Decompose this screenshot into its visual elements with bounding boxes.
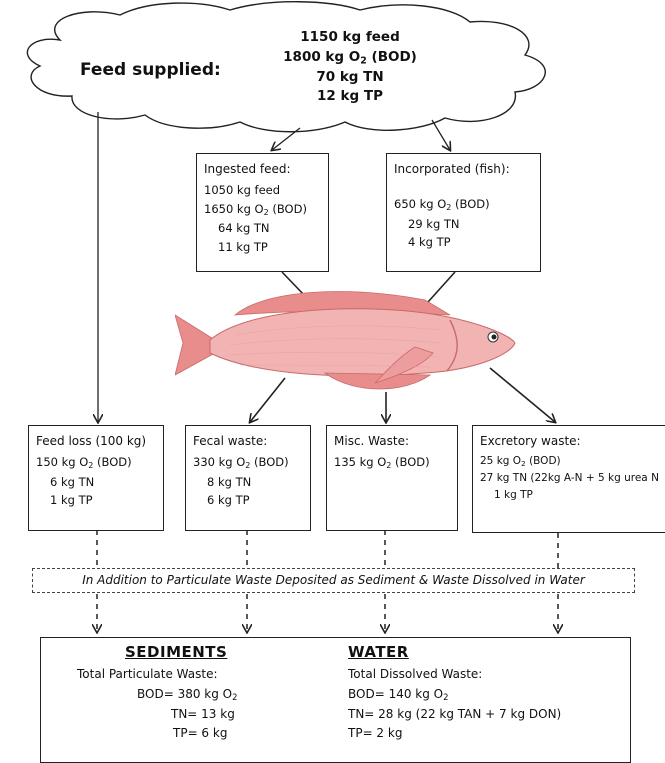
feed-supplied-values: 1150 kg feed 1800 kg O2 (BOD) 70 kg TN 1… bbox=[255, 28, 445, 107]
water-subtitle: Total Dissolved Waste: bbox=[348, 665, 628, 685]
fecal-tp: 6 kg TP bbox=[193, 491, 303, 509]
feed-loss-tn: 6 kg TN bbox=[36, 473, 156, 491]
tilapia-fish-illustration bbox=[175, 285, 520, 400]
misc-bod: 135 kg O2 (BOD) bbox=[334, 453, 450, 473]
excretory-bod: 25 kg O2 (BOD) bbox=[480, 453, 658, 470]
incorporated-tn-line: 29 kg TN bbox=[394, 215, 533, 233]
feed-loss-tp: 1 kg TP bbox=[36, 491, 156, 509]
water-bod: BOD= 140 kg O2 bbox=[348, 685, 628, 705]
fecal-title: Fecal waste: bbox=[193, 432, 303, 451]
incorporated-title: Incorporated (fish): bbox=[394, 160, 533, 179]
water-tp: TP= 2 kg bbox=[348, 724, 628, 744]
sediments-tp: TP= 6 kg bbox=[77, 724, 307, 744]
water-column: WATER Total Dissolved Waste: BOD= 140 kg… bbox=[348, 640, 628, 744]
feed-supplied-label: Feed supplied: bbox=[80, 60, 221, 80]
particulate-dissolved-note: In Addition to Particulate Waste Deposit… bbox=[32, 568, 635, 593]
sediments-bod: BOD= 380 kg O2 bbox=[77, 685, 307, 705]
incorporated-fish-box: Incorporated (fish): 650 kg O2 (BOD) 29 … bbox=[386, 153, 541, 272]
sediments-subtitle: Total Particulate Waste: bbox=[77, 665, 307, 685]
sediments-heading: SEDIMENTS bbox=[125, 640, 307, 665]
ingested-feed-title: Ingested feed: bbox=[204, 160, 321, 179]
feed-loss-box: Feed loss (100 kg) 150 kg O2 (BOD) 6 kg … bbox=[28, 425, 164, 531]
water-heading: WATER bbox=[348, 640, 628, 665]
sediments-column: SEDIMENTS Total Particulate Waste: BOD= … bbox=[77, 640, 307, 744]
feed-supplied-line-2: 1800 kg O2 (BOD) bbox=[255, 48, 445, 68]
excretory-tp: 1 kg TP bbox=[480, 487, 658, 504]
excretory-tn: 27 kg TN (22kg A-N + 5 kg urea N bbox=[480, 470, 658, 487]
fecal-tn: 8 kg TN bbox=[193, 473, 303, 491]
waste-summary-box: SEDIMENTS Total Particulate Waste: BOD= … bbox=[40, 637, 631, 763]
incorporated-tp-line: 4 kg TP bbox=[394, 233, 533, 251]
feed-supplied-line-3: 70 kg TN bbox=[255, 68, 445, 88]
ingested-tn-line: 64 kg TN bbox=[204, 219, 321, 237]
ingested-feed-box: Ingested feed: 1050 kg feed 1650 kg O2 (… bbox=[196, 153, 329, 272]
misc-title: Misc. Waste: bbox=[334, 432, 450, 451]
water-tn: TN= 28 kg (22 kg TAN + 7 kg DON) bbox=[348, 705, 628, 725]
ingested-tp-line: 11 kg TP bbox=[204, 238, 321, 256]
sediments-tn: TN= 13 kg bbox=[77, 705, 307, 725]
fecal-bod: 330 kg O2 (BOD) bbox=[193, 453, 303, 473]
ingested-feed-line: 1050 kg feed bbox=[204, 181, 321, 199]
excretory-title: Excretory waste: bbox=[480, 432, 658, 451]
feed-supplied-line-1: 1150 kg feed bbox=[255, 28, 445, 48]
arrow-cloud-to-incorporated bbox=[432, 120, 450, 150]
feed-loss-title: Feed loss (100 kg) bbox=[36, 432, 156, 451]
feed-supplied-line-4: 12 kg TP bbox=[255, 87, 445, 107]
feed-loss-bod: 150 kg O2 (BOD) bbox=[36, 453, 156, 473]
excretory-waste-box: Excretory waste: 25 kg O2 (BOD) 27 kg TN… bbox=[472, 425, 665, 533]
incorporated-bod-line: 650 kg O2 (BOD) bbox=[394, 195, 533, 215]
fish-tail bbox=[175, 315, 215, 375]
ingested-bod-line: 1650 kg O2 (BOD) bbox=[204, 200, 321, 220]
fecal-waste-box: Fecal waste: 330 kg O2 (BOD) 8 kg TN 6 k… bbox=[185, 425, 311, 531]
misc-waste-box: Misc. Waste: 135 kg O2 (BOD) bbox=[326, 425, 458, 531]
